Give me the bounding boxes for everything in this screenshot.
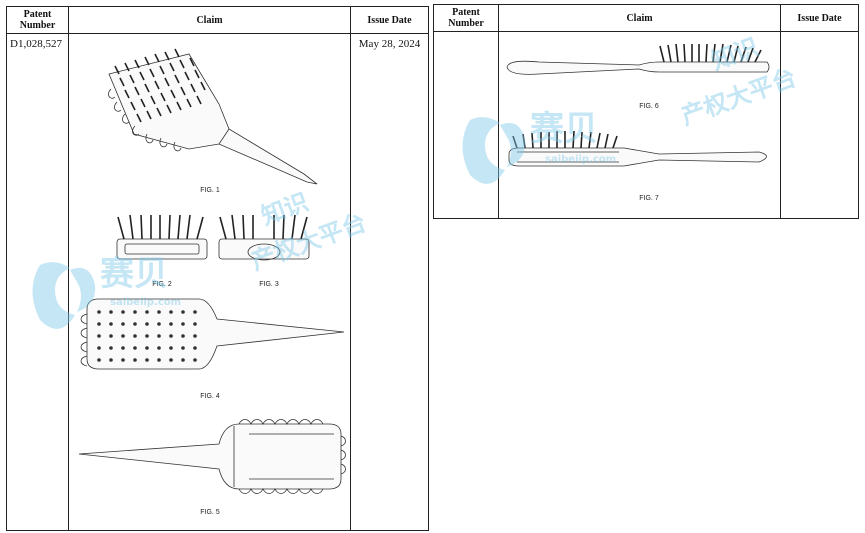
- header-claim: Claim: [498, 4, 781, 32]
- fig-4-drawing: [80, 298, 345, 370]
- fig-6-label: FIG. 6: [639, 103, 659, 110]
- fig-7-drawing: [508, 130, 767, 167]
- header-issue-date: Issue Date: [350, 6, 429, 34]
- fig-1-label: FIG. 1: [200, 187, 220, 194]
- issue-date-cell: May 28, 2024: [350, 33, 429, 531]
- claim-drawings-cell: FIG. 6 FIG. 7: [498, 31, 781, 219]
- patent-drawings: FIG. 1 FIG. 2: [78, 48, 346, 516]
- header-patent-number: Patent Number: [6, 6, 69, 34]
- header-row: Patent Number Claim Issue Date: [433, 4, 859, 32]
- fig-6-drawing: [506, 43, 770, 75]
- header-claim: Claim: [68, 6, 351, 34]
- patent-drawings: FIG. 6 FIG. 7: [506, 43, 770, 202]
- patent-number-cell: D1,028,527: [6, 33, 69, 531]
- patent-table-right: Patent Number Claim Issue Date FIG. 6: [433, 4, 859, 219]
- fig-1-drawing: [108, 48, 318, 185]
- fig-7-label: FIG. 7: [639, 195, 659, 202]
- fig-3-label: FIG. 3: [259, 281, 279, 288]
- table-row: FIG. 6 FIG. 7: [433, 31, 859, 219]
- header-row: Patent Number Claim Issue Date: [6, 6, 429, 34]
- patent-number-cell: [433, 31, 499, 219]
- patent-table-left: Patent Number Claim Issue Date D1,028,52…: [6, 6, 429, 531]
- header-issue-date: Issue Date: [780, 4, 859, 32]
- issue-date-cell: [780, 31, 859, 219]
- fig-3-drawing: [218, 214, 310, 261]
- claim-drawings-cell: FIG. 1 FIG. 2: [68, 33, 351, 531]
- fig-5-label: FIG. 5: [200, 509, 220, 516]
- fig-4-label: FIG. 4: [200, 393, 220, 400]
- fig-5-drawing: [78, 419, 346, 494]
- header-patent-number: Patent Number: [433, 4, 499, 32]
- fig-2-label: FIG. 2: [152, 281, 172, 288]
- table-row: D1,028,527 FIG. 1: [6, 33, 429, 531]
- fig-2-drawing: [116, 214, 208, 260]
